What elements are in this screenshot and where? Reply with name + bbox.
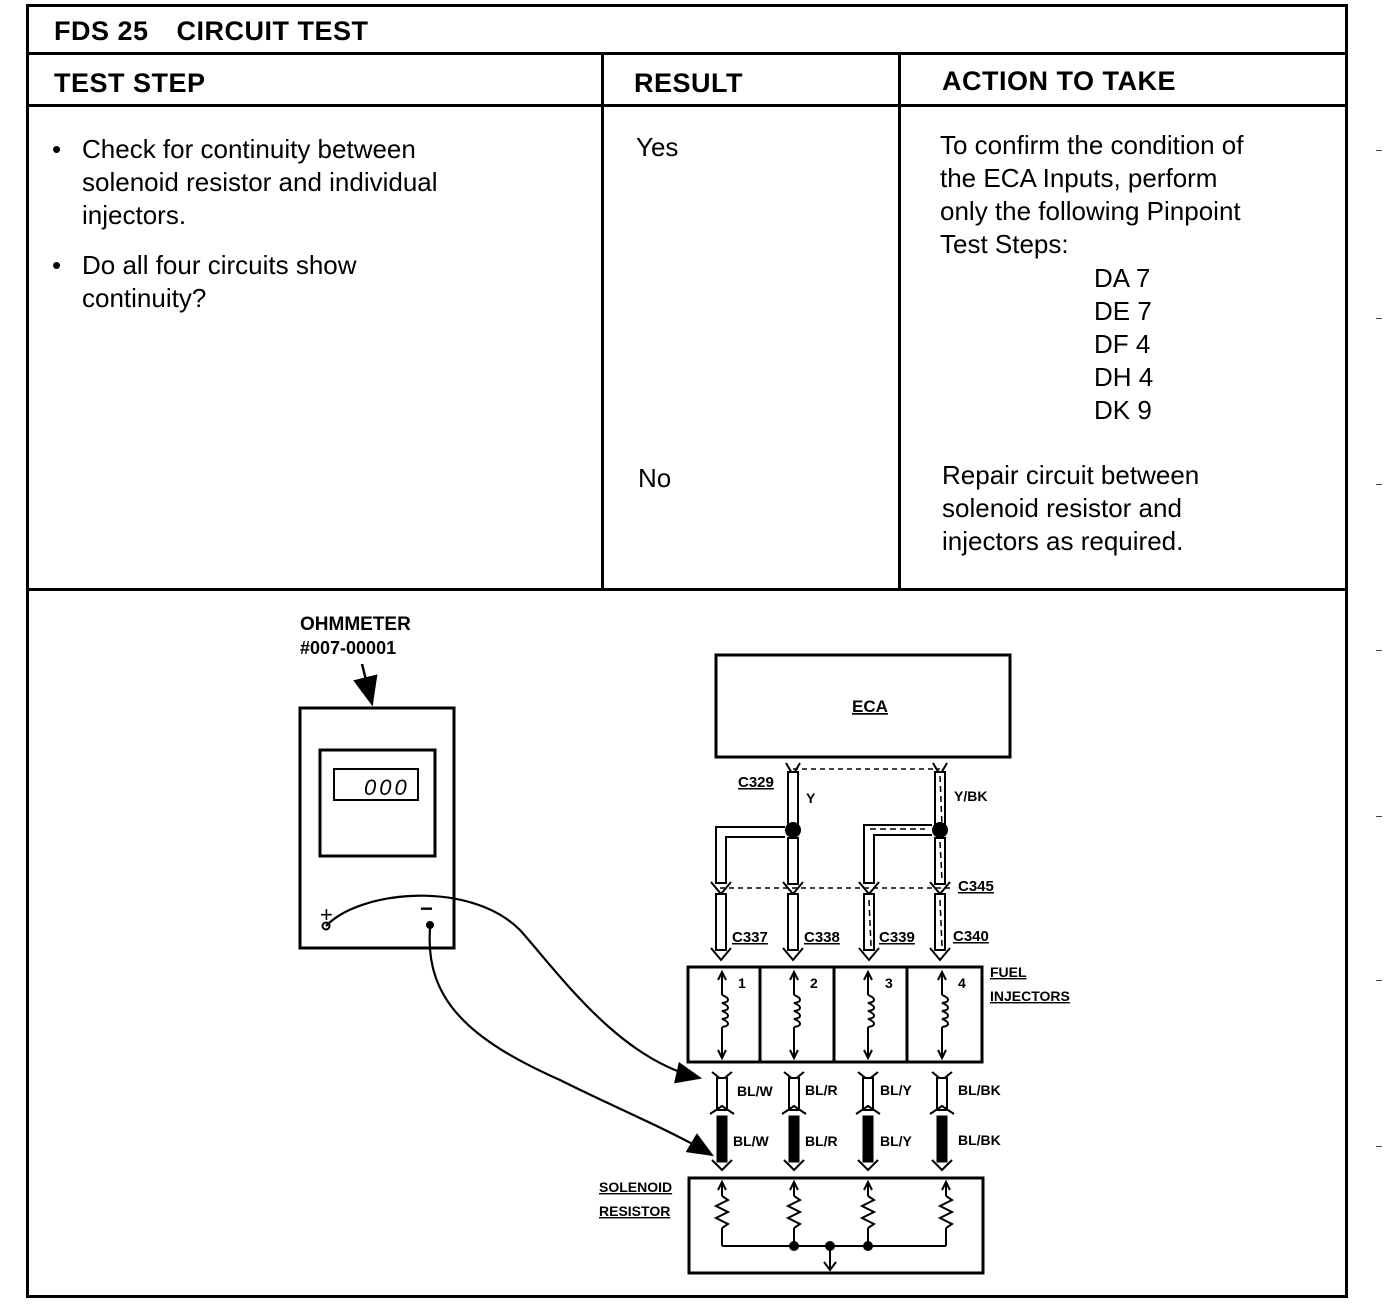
column-divider-2 — [898, 52, 901, 590]
diagram-divider — [26, 588, 1348, 591]
page-title: FDS 25 CIRCUIT TEST — [54, 16, 369, 47]
result-no: No — [638, 463, 672, 493]
margin-mark — [1376, 816, 1382, 817]
action-line: the ECA Inputs, perform — [940, 163, 1218, 193]
pinpoint-step: DF 4 — [1094, 329, 1151, 359]
action-line: solenoid resistor and — [942, 493, 1182, 523]
column-header-divider — [26, 104, 1348, 107]
pinpoint-step: DH 4 — [1094, 362, 1154, 392]
margin-mark — [1376, 318, 1382, 319]
test-step-line: continuity? — [82, 283, 207, 313]
test-title: CIRCUIT TEST — [176, 16, 369, 46]
test-step-item: • Do all four circuits show continuity? — [52, 249, 592, 315]
column-header-test-step: TEST STEP — [54, 68, 206, 98]
bullet: • — [52, 250, 62, 280]
margin-mark — [1376, 1146, 1382, 1147]
action-no: Repair circuit between solenoid resistor… — [942, 459, 1342, 558]
action-yes: To confirm the condition of the ECA Inpu… — [940, 129, 1340, 261]
test-code: FDS 25 — [54, 16, 149, 46]
test-step-line: Do all four circuits show — [82, 250, 357, 280]
column-header-action: ACTION TO TAKE — [942, 66, 1176, 96]
test-step-line: Check for continuity between — [82, 134, 416, 164]
action-line: To confirm the condition of — [940, 130, 1244, 160]
margin-mark — [1376, 980, 1382, 981]
test-step-line: injectors. — [82, 200, 187, 230]
pinpoint-steps-list: DA 7 DE 7 DF 4 DH 4 DK 9 — [1094, 262, 1153, 427]
test-table-frame — [26, 4, 1348, 1298]
result-yes: Yes — [636, 132, 679, 162]
pinpoint-step: DK 9 — [1094, 395, 1152, 425]
pinpoint-step: DA 7 — [1094, 263, 1151, 293]
margin-mark — [1376, 650, 1382, 651]
action-line: injectors as required. — [942, 526, 1184, 556]
margin-mark — [1376, 150, 1382, 151]
action-line: Repair circuit between — [942, 460, 1200, 490]
bullet: • — [52, 134, 62, 164]
test-step-item: • Check for continuity between solenoid … — [52, 133, 592, 232]
action-line: Test Steps: — [940, 229, 1069, 259]
pinpoint-step: DE 7 — [1094, 296, 1152, 326]
test-step-line: solenoid resistor and individual — [82, 167, 438, 197]
column-header-result: RESULT — [634, 68, 743, 98]
action-line: only the following Pinpoint — [940, 196, 1241, 226]
margin-mark — [1376, 484, 1382, 485]
column-divider-1 — [601, 52, 604, 590]
header-divider — [26, 52, 1348, 55]
test-steps: • Check for continuity between solenoid … — [52, 133, 592, 332]
